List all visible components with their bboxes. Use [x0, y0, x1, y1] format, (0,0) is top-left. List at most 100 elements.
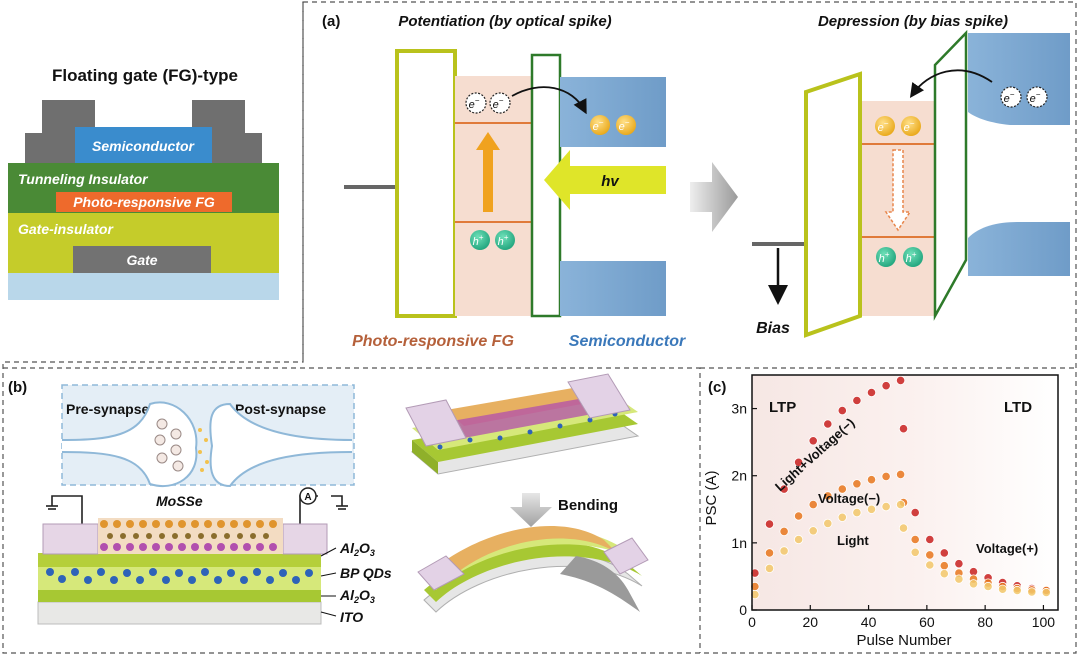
x-tick-label: 60 [919, 614, 935, 630]
bp-quantum-dots [46, 568, 313, 584]
bottom-al2o3-layer [38, 590, 321, 602]
recombination-arrow [884, 149, 912, 232]
electron-symbol: e [1030, 93, 1036, 105]
hole-symbol: h [906, 253, 912, 265]
data-point-series-1-4 [808, 499, 818, 510]
svg-text:e−: e− [1004, 90, 1015, 105]
electron-symbol: e [619, 121, 625, 133]
electron-sup: − [910, 119, 915, 128]
data-point-series-2-12 [910, 547, 920, 557]
data-point-series-2-15 [954, 574, 964, 584]
svg-text:e−: e− [619, 118, 630, 133]
y-axis-label: PSC (A) [703, 470, 720, 525]
electron-symbol: e [1004, 93, 1010, 105]
x-tick-label: 100 [1032, 614, 1056, 630]
ammeter [299, 487, 317, 505]
panel-a: (a) Potentiation (by optical spike) Depr… [322, 13, 1070, 350]
svg-text:e−: e− [904, 119, 915, 134]
data-point-series-0-9 [881, 381, 891, 391]
electron-sup: − [625, 118, 630, 127]
transition-arrow [690, 162, 738, 232]
hole-3: h+ [876, 247, 896, 267]
panel-b: (b) Pre-synapse Post-synapse A MoSSe [8, 373, 649, 625]
series-label-light: Light [837, 533, 869, 548]
ltd-label: LTD [1004, 399, 1032, 416]
drain-pad [282, 523, 328, 555]
data-point-series-1-1 [764, 548, 775, 558]
semiconductor-label: Semiconductor [92, 138, 195, 154]
electron-symbol: e [493, 99, 499, 111]
svg-text:e−: e− [1030, 90, 1041, 105]
data-point-series-2-7 [852, 507, 862, 518]
svg-text:h+: h+ [879, 250, 890, 265]
bending-label: Bending [558, 497, 618, 514]
svg-text:e−: e− [878, 119, 889, 134]
hole-sup: + [912, 250, 917, 259]
data-point-series-2-16 [968, 579, 979, 589]
chart-plot-area [752, 375, 1058, 610]
electron-hollow-2: e− [489, 92, 511, 114]
y-tick-label: 1n [731, 535, 747, 551]
data-point-series-1-13 [925, 550, 935, 560]
svg-text:e−: e− [493, 96, 504, 111]
data-point-series-2-5 [823, 518, 833, 529]
electron-hollow-4: e− [1026, 86, 1048, 108]
semi-conduction-band-left [560, 77, 666, 147]
svg-text:h+: h+ [498, 233, 509, 248]
y-tick-label: 0 [739, 602, 747, 618]
mosse-atoms [100, 520, 277, 551]
hole-sup: + [885, 250, 890, 259]
data-point-series-1-8 [866, 475, 877, 485]
data-point-series-2-18 [997, 584, 1008, 594]
semiconductor-band-label: Semiconductor [569, 333, 686, 350]
svg-text:e−: e− [469, 96, 480, 111]
data-point-series-2-10 [895, 499, 906, 510]
data-point-series-0-8 [866, 387, 877, 398]
layer-leader-lines [320, 547, 337, 617]
tunneling-arrow-left [511, 86, 587, 115]
chart-frame [751, 374, 1059, 611]
fg-device-panel: Floating gate (FG)-type Gate Gate-insula… [8, 66, 279, 300]
pre-synapse-label: Pre-synapse [66, 401, 149, 417]
bent-device [417, 526, 649, 613]
data-point-series-0-14 [939, 548, 949, 558]
hole-symbol: h [879, 253, 885, 265]
data-point-series-2-21 [1041, 587, 1051, 598]
data-point-series-2-11 [898, 523, 909, 533]
data-point-series-2-1 [764, 563, 775, 574]
data-point-series-1-3 [793, 511, 804, 521]
electron-symbol: e [469, 99, 475, 111]
source-electrode [25, 100, 95, 163]
data-point-series-2-6 [837, 512, 847, 522]
bias-label: Bias [756, 320, 790, 337]
panel-c-label: (c) [708, 379, 726, 396]
top-al2o3-layer [38, 553, 321, 567]
electron-hollow-1: e− [465, 92, 487, 114]
electron-sup: − [475, 96, 480, 105]
hv-photon-arrow [544, 150, 666, 210]
data-point-series-2-13 [925, 560, 935, 570]
data-point-series-0-4 [808, 436, 818, 446]
electron-sup: − [884, 119, 889, 128]
data-point-series-0-6 [837, 405, 847, 416]
data-point-series-2-0 [750, 589, 760, 600]
flat-device [405, 373, 640, 475]
mosse-label: MoSSe [156, 493, 203, 509]
hole-sup: + [479, 233, 484, 242]
hole-symbol: h [473, 236, 479, 248]
al2o3-bottom-label: Al2O3 [339, 587, 375, 605]
data-point-series-1-14 [939, 561, 949, 571]
electron-filled-1: e− [590, 115, 610, 135]
synapse-inset [61, 384, 355, 486]
tunneling-label: Tunneling Insulator [18, 171, 149, 187]
data-point-series-2-3 [793, 534, 804, 545]
data-point-series-0-15 [954, 559, 964, 569]
drain-electrode [192, 100, 262, 163]
chart-marks [750, 375, 1051, 600]
bp-qd-layer [38, 567, 321, 590]
semiconductor-layer [75, 127, 212, 163]
ito-layer [37, 601, 322, 625]
x-axis-label: Pulse Number [856, 632, 951, 649]
